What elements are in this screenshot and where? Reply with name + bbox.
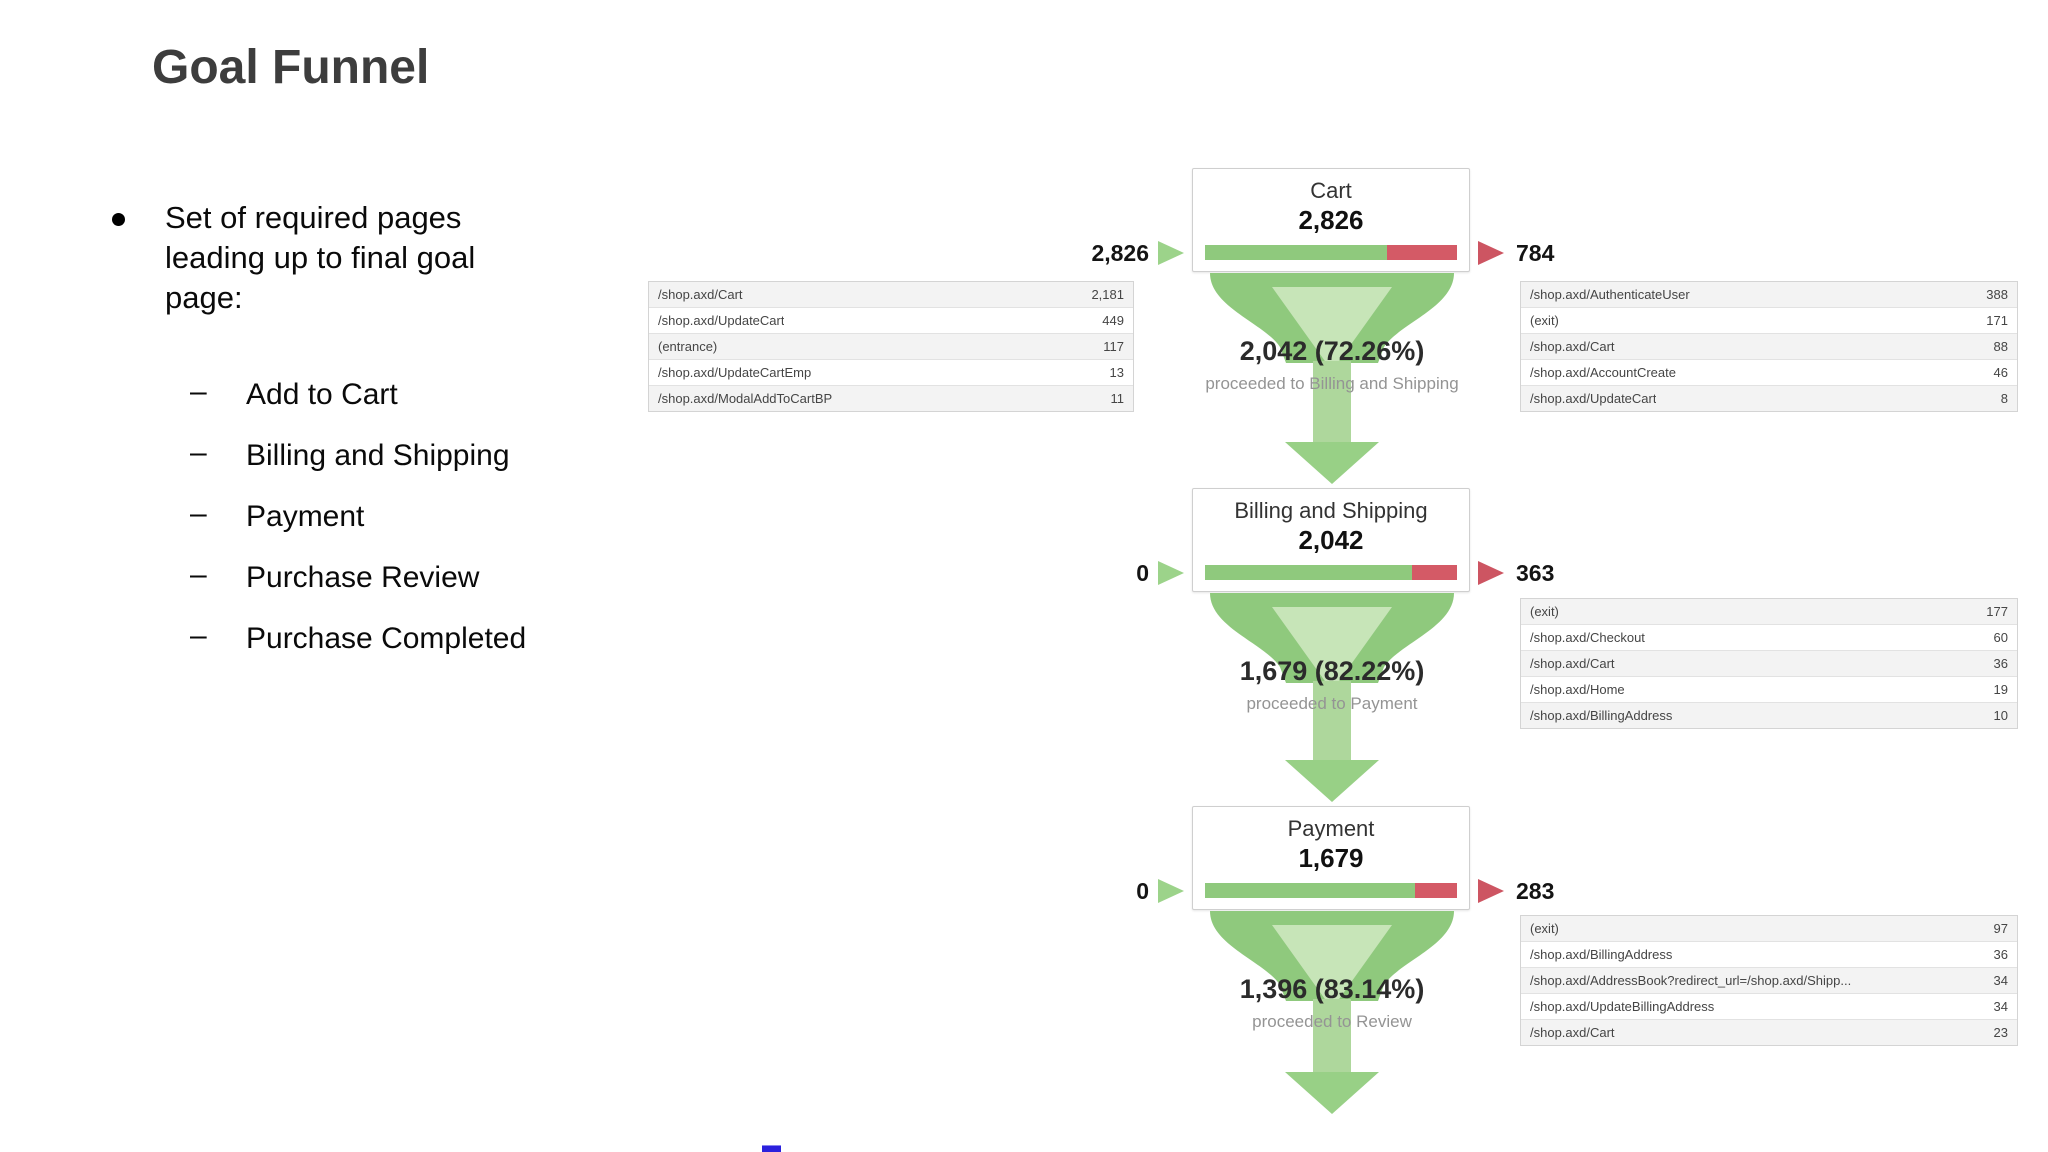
link-fragment[interactable] [762,1145,781,1152]
entrance-arrow-icon [1158,241,1184,265]
list-item: Payment [190,497,612,534]
proceed-caption: proceeded to Billing and Shipping [1205,374,1459,393]
funnel-stage-box-cart: Cart 2,826 [1192,168,1470,272]
page-title: Goal Funnel [152,41,430,94]
table-row: (exit)171 [1521,307,2017,333]
proceed-count: 2,042 (72.26%) [1239,336,1425,366]
funnel-connector [1210,273,1454,484]
bar-green-segment [1205,565,1413,580]
exit-count: 784 [1516,239,1555,266]
funnel-connector [1210,593,1454,802]
bar-green-segment [1205,245,1388,260]
entrance-count: 0 [1136,559,1149,586]
entrance-flow-billing: 0 [860,558,1184,588]
proceed-label: 1,679 (82.22%) proceeded to Payment [1152,656,1512,714]
stage-count: 1,679 [1298,843,1364,873]
entrance-flow-cart: 2,826 [860,238,1184,268]
entrance-count: 0 [1136,877,1149,904]
exit-arrow-icon [1478,879,1504,903]
table-row: /shop.axd/AddressBook?redirect_url=/shop… [1521,967,2017,993]
exit-arrow-icon [1478,241,1504,265]
bar-green-segment [1205,883,1415,898]
exit-flow-cart: 784 [1478,238,1554,268]
stage-name: Billing and Shipping [1234,498,1428,523]
stage-name: Cart [1310,178,1352,203]
list-item: Billing and Shipping [190,436,612,473]
proceed-caption: proceeded to Payment [1246,694,1418,713]
list-item: Purchase Review [190,558,612,595]
exit-count: 363 [1516,559,1555,586]
stage-proportion-bar [1205,565,1457,580]
stage-count: 2,826 [1298,205,1364,235]
entrance-arrow-icon [1158,561,1184,585]
funnel-stage-box-payment: Payment 1,679 [1192,806,1470,910]
bullet-dot [112,213,125,226]
stage-proportion-bar [1205,883,1457,898]
entrance-arrow-icon [1158,879,1184,903]
stage-name: Payment [1287,816,1375,841]
stage-proportion-bar [1205,245,1457,260]
entrance-count: 2,826 [1091,239,1149,266]
exit-flow-billing: 363 [1478,558,1554,588]
proceed-label: 2,042 (72.26%) proceeded to Billing and … [1152,336,1512,394]
bullet-list: Set of required pages leading up to fina… [112,198,612,683]
proceed-caption: proceeded to Review [1252,1012,1412,1031]
exit-arrow-icon [1478,561,1504,585]
list-item: Add to Cart [190,375,612,412]
exit-count: 283 [1516,877,1555,904]
exit-flow-payment: 283 [1478,876,1554,906]
bullet-text: Set of required pages leading up to fina… [165,200,476,315]
list-item: Purchase Completed [190,619,612,656]
proceed-count: 1,679 (82.22%) [1239,656,1425,686]
funnel-connector [1210,911,1454,1114]
table-row: (entrance)117 [649,333,1133,359]
proceed-count: 1,396 (83.14%) [1239,974,1425,1004]
stage-count: 2,042 [1298,525,1364,555]
entrance-flow-payment: 0 [860,876,1184,906]
sub-bullet-list: Add to Cart Billing and Shipping Payment… [190,375,612,656]
table-row: (exit)177 [1521,599,2017,624]
table-row: (exit)97 [1521,916,2017,941]
proceed-label: 1,396 (83.14%) proceeded to Review [1152,974,1512,1032]
funnel-stage-box-billing-shipping: Billing and Shipping 2,042 [1192,488,1470,592]
